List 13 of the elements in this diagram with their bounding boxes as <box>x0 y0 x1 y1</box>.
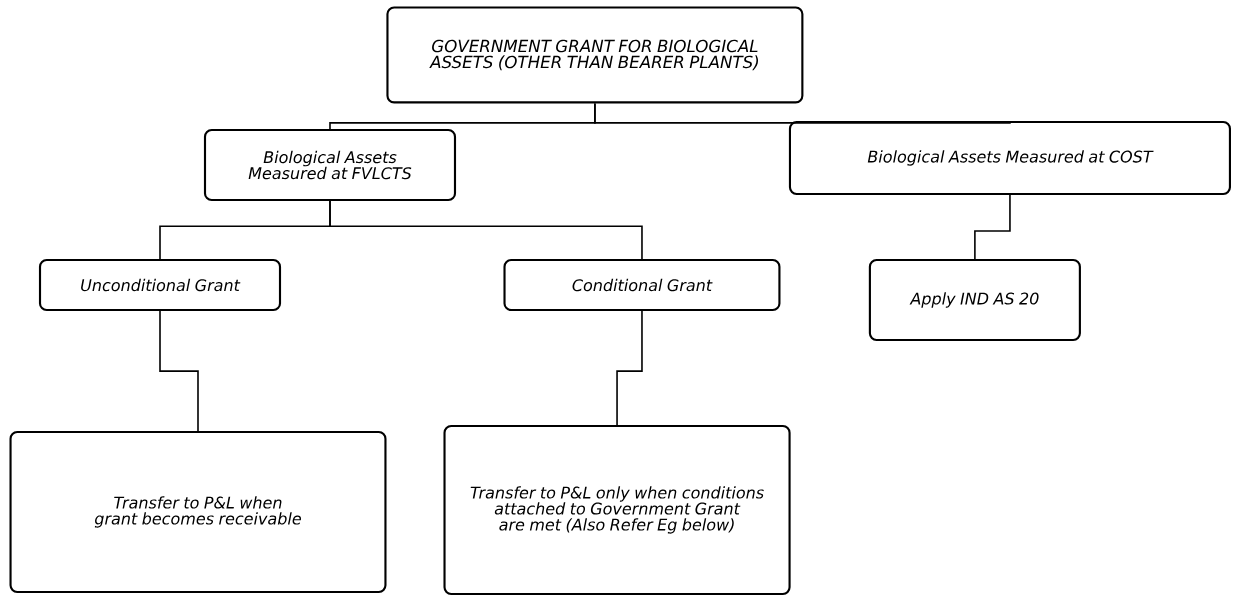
process-box: Apply IND AS 20 <box>868 258 1081 342</box>
connector-line <box>329 200 643 260</box>
connector-line <box>594 102 1011 124</box>
connector-line <box>159 310 199 432</box>
process-box: GOVERNMENT GRANT FOR BIOLOGICAL ASSETS (OTHER THAN BEARER PLANTS) <box>386 6 804 104</box>
process-box: Biological Assets Measured at COST <box>788 120 1231 196</box>
process-box: Transfer to P&L only when conditions attached to Government Grant are met (Also Refer Eg below) <box>443 424 791 596</box>
process-box: Biological Assets Measured at FVLCTS <box>203 129 457 202</box>
connector-line <box>974 194 1011 260</box>
process-box: Conditional Grant <box>503 259 781 312</box>
process-box: Transfer to P&L when grant becomes receivable <box>9 430 387 594</box>
connector-line <box>616 310 643 426</box>
process-box: Unconditional Grant <box>38 259 282 312</box>
